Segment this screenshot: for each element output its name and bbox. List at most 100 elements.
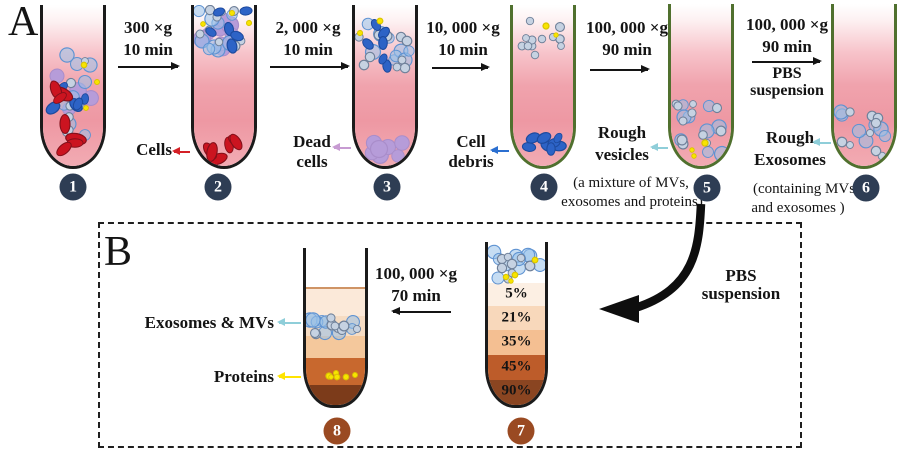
pbs-suspension-label: suspension xyxy=(701,284,781,303)
tube-8-particles xyxy=(306,248,365,405)
step2-duration: 10 min xyxy=(283,40,333,59)
tube-8-layer-peach xyxy=(306,336,365,358)
exo-particle xyxy=(529,49,542,61)
exo-particle xyxy=(525,16,535,26)
tube5-note-line1: (a mixture of MVs, xyxy=(573,175,689,191)
pbs-label: PBS xyxy=(725,266,757,285)
badge-5: 5 xyxy=(693,174,721,202)
gradient-label-90: 90% xyxy=(501,382,532,399)
panel-b-box xyxy=(98,222,802,448)
mv-particle xyxy=(877,129,893,144)
stepB-speed: 100, 000 ×g xyxy=(375,264,457,283)
step5-pbs: PBS xyxy=(772,65,802,82)
protein-particle xyxy=(244,18,254,28)
tube-6 xyxy=(831,4,897,169)
gradient-label-45: 45% xyxy=(501,358,532,375)
tube-5-particles xyxy=(671,4,731,166)
step4-speed: 100, 000 ×g xyxy=(586,18,668,37)
panel-a-label: A xyxy=(8,0,39,45)
tube-7-layer-35 xyxy=(488,330,545,355)
exosomes-mvs-label: Exosomes & MVs xyxy=(144,313,274,332)
rough-exosomes-label-1: Rough xyxy=(765,128,815,147)
tube-7: 5% 21% 35% 45% 90% xyxy=(485,242,548,408)
tube-5 xyxy=(668,4,734,169)
tube-7-layer-45 xyxy=(488,355,545,380)
tube-8-layer-brown xyxy=(306,385,365,405)
tube-3 xyxy=(352,5,418,169)
step3-speed: 10, 000 ×g xyxy=(426,18,500,37)
badge-2: 2 xyxy=(204,173,232,201)
cell-debris-label-2: debris xyxy=(448,152,494,171)
cell-debris-label-1: Cell xyxy=(456,132,486,151)
step5-suspension: suspension xyxy=(750,82,824,99)
step3-arrow xyxy=(432,63,490,71)
dead-particle xyxy=(393,134,411,151)
badge-7: 7 xyxy=(507,417,535,445)
mv-particle xyxy=(711,143,731,165)
step3-duration: 10 min xyxy=(438,40,488,59)
tube-1 xyxy=(40,5,106,169)
tube-8-meniscus xyxy=(306,287,365,289)
step1-speed: 300 ×g xyxy=(124,18,172,37)
stepB-arrow xyxy=(391,307,451,315)
exo-particle xyxy=(556,42,566,51)
protein-particle xyxy=(688,145,697,154)
step5-duration: 90 min xyxy=(762,37,812,56)
tube-7-particles xyxy=(488,242,545,405)
protein-particle xyxy=(375,16,385,26)
panel-b-label: B xyxy=(104,229,133,275)
cell-particle xyxy=(53,139,74,159)
tube-7-layer-5 xyxy=(488,283,545,306)
tube-8 xyxy=(303,248,368,408)
step5-speed: 100, 000 ×g xyxy=(746,15,828,34)
tube-2 xyxy=(191,5,257,169)
badge-8: 8 xyxy=(323,417,351,445)
step4-arrow xyxy=(590,65,650,73)
rough-exosomes-arrow xyxy=(812,138,831,146)
exosomes-mvs-arrow xyxy=(277,318,301,326)
dead-particle xyxy=(389,148,406,165)
tube-4-particles xyxy=(513,5,573,166)
dead-cells-arrow xyxy=(332,143,351,151)
exo-particle xyxy=(865,129,874,138)
debris-particle xyxy=(378,35,388,50)
step2-arrow xyxy=(270,62,350,70)
dead-cells-label-2: cells xyxy=(296,152,328,171)
tube-7-layer-90 xyxy=(488,380,545,405)
cells-label: Cells xyxy=(136,140,172,159)
pbs-transfer-arrow xyxy=(599,203,706,323)
gradient-label-35: 35% xyxy=(501,333,532,350)
proteins-label: Proteins xyxy=(213,367,274,386)
tube-2-particles xyxy=(194,5,254,166)
exo-particle xyxy=(537,34,547,44)
step5-arrow xyxy=(752,57,822,65)
cells-arrow xyxy=(172,147,190,155)
tube5-note-line2: exosomes and proteins) xyxy=(561,194,703,210)
tube-6-particles xyxy=(834,4,894,166)
tube-3-particles xyxy=(355,5,415,166)
protein-particle xyxy=(350,370,359,379)
dead-cells-label-1: Dead xyxy=(293,132,331,151)
step1-duration: 10 min xyxy=(123,40,173,59)
badge-6: 6 xyxy=(852,174,880,202)
step1-arrow xyxy=(118,62,180,70)
rough-vesicles-label-2: vesicles xyxy=(595,145,649,164)
badge-3: 3 xyxy=(373,173,401,201)
gradient-label-21: 21% xyxy=(501,309,532,326)
tube6-note-line1: (containing MVs xyxy=(752,181,856,197)
protein-particle xyxy=(342,373,350,381)
badge-4: 4 xyxy=(530,173,558,201)
stepB-duration: 70 min xyxy=(391,286,441,305)
step4-duration: 90 min xyxy=(602,40,652,59)
tube-7-layer-21 xyxy=(488,306,545,330)
tube6-note-line2: and exosomes ) xyxy=(751,200,845,216)
protein-particle xyxy=(540,20,552,31)
exo-particle xyxy=(710,101,724,115)
rough-vesicles-label-1: Rough xyxy=(597,123,647,142)
gradient-label-5: 5% xyxy=(505,285,528,302)
exo-particle xyxy=(714,125,727,138)
step2-speed: 2, 000 ×g xyxy=(275,18,341,37)
debris-particle xyxy=(239,5,254,16)
tube-1-particles xyxy=(43,5,103,166)
